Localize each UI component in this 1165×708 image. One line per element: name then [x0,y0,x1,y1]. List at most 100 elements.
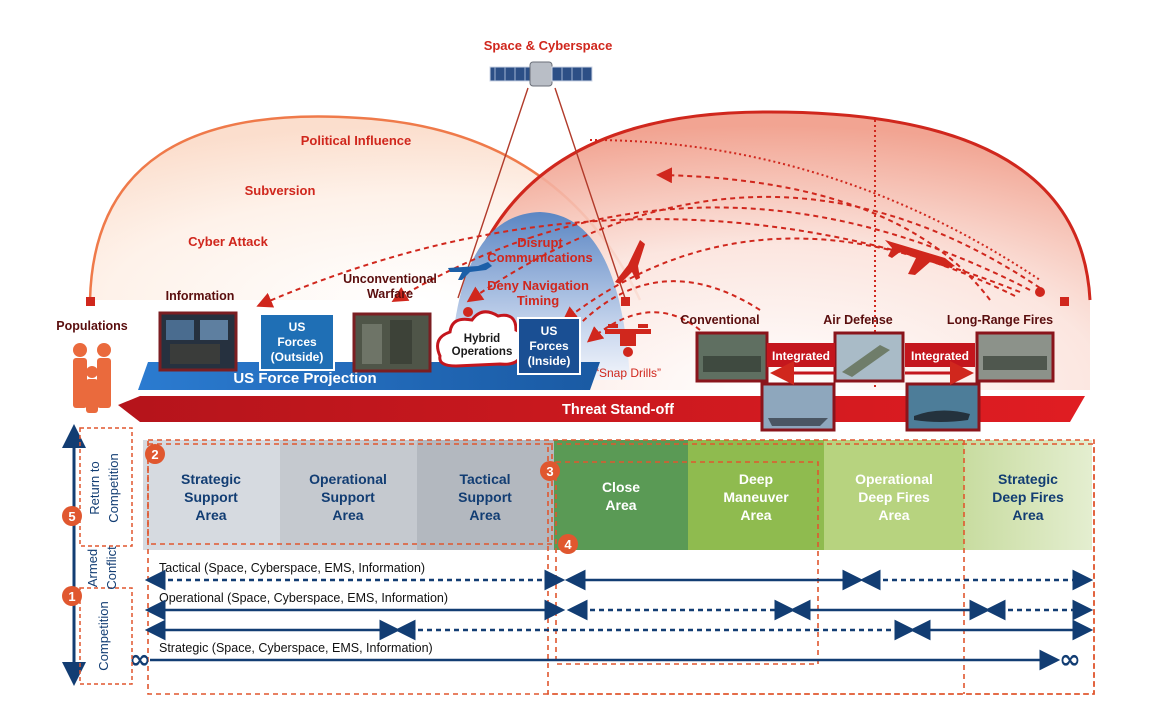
us-forces-inside-line3: (Inside) [528,354,571,368]
us-forces-inside-line2: Forces [529,339,569,353]
svg-text:Area: Area [740,507,771,523]
conventional-photo [695,331,769,383]
marker-2: 2 [145,444,165,464]
us-force-projection-label: US Force Projection [233,370,376,387]
competition-label: Competition [96,601,111,670]
satellite-link-right [554,87,626,299]
unconventional-photo [352,312,432,373]
marker-3: 3 [540,461,560,481]
satellite-link-left [457,87,529,299]
dashed-frames [147,439,1095,695]
snap-drills-label: “Snap Drills” [595,366,661,380]
long-range-fires-label: Long-Range Fires [947,313,1053,327]
hybrid-line1: Hybrid [464,333,500,345]
political-influence-label: Political Influence [301,133,412,148]
infinity-left: ∞ [129,645,151,675]
integrated-connector-1: Integrated [767,343,835,385]
svg-text:3: 3 [546,464,553,479]
area-box-strategic-support [143,440,280,550]
svg-text:5: 5 [68,509,75,524]
cyber-attack-label: Cyber Attack [188,234,268,249]
area-label-close: Close Area [602,479,640,513]
impact-point [1035,287,1045,297]
air-defense-label: Air Defense [823,313,893,327]
enemy-jet-icon [615,240,645,284]
integrated-label-2: Integrated [911,349,969,363]
operational-domain-label: Operational (Space, Cyberspace, EMS, Inf… [159,591,448,605]
strategic-domain-label: Strategic (Space, Cyberspace, EMS, Infor… [159,641,433,655]
svg-text:Area: Area [332,507,363,523]
area-box-operational-deep-fires [824,440,964,550]
conventional-label: Conventional [680,313,759,327]
area-label-strategic-deep-fires: Strategic Deep Fires Area [992,471,1064,523]
populations-icon [73,343,111,413]
node-square-left [86,297,95,306]
marker-4: 4 [558,534,578,554]
us-force-projection-bar [138,362,600,390]
areas-strip [143,440,1092,550]
svg-text:Area: Area [195,507,226,523]
conflict-label: Conflict [104,546,119,590]
area-label-operational-deep-fires: Operational Deep Fires Area [855,471,933,523]
svg-text:4: 4 [564,537,572,552]
us-forces-outside-line3: (Outside) [271,350,324,364]
us-forces-inside-line1: US [541,324,558,338]
unconventional-label-2: Warfare [367,287,413,301]
svg-text:Strategic: Strategic [998,471,1058,487]
svg-text:Area: Area [878,507,909,523]
threat-standoff-label: Threat Stand-off [562,402,674,418]
us-forces-outside-line2: Forces [277,335,317,349]
svg-text:1: 1 [68,589,75,604]
competition-return-label: Competition [106,453,121,522]
node-square-right [1060,297,1069,306]
node-square-mid [621,297,630,306]
svg-text:Support: Support [321,489,375,505]
svg-text:Support: Support [184,489,238,505]
armed-label: Armed [85,549,100,587]
drone-icon [605,324,651,357]
svg-text:Area: Area [605,497,636,513]
svg-text:Operational: Operational [309,471,387,487]
svg-text:Area: Area [469,507,500,523]
populations-label: Populations [56,319,128,333]
area-box-operational-support [280,440,417,550]
long-range-fires-photo [975,331,1055,383]
area-box-close [554,440,688,550]
svg-text:Area: Area [1012,507,1043,523]
deny-label-1: Deny Navigation [487,278,589,293]
unconventional-label-1: Unconventional [343,272,437,286]
space-cyberspace-label: Space & Cyberspace [484,38,613,53]
area-box-strategic-deep-fires [964,440,1092,550]
air-defense-photo [833,331,905,383]
svg-text:Operational: Operational [855,471,933,487]
us-forces-outside-line1: US [289,320,306,334]
infinity-right: ∞ [1059,645,1081,675]
disrupt-label-2: Communications [487,250,592,265]
us-forces-inside-box: US Forces (Inside) [517,317,581,375]
tactical-domain-label: Tactical (Space, Cyberspace, EMS, Inform… [159,561,425,575]
svg-text:2: 2 [151,447,158,462]
svg-text:Maneuver: Maneuver [723,489,789,505]
integrated-label-1: Integrated [772,349,830,363]
marker-5: 5 [62,506,82,526]
svg-text:Deep Fires: Deep Fires [992,489,1064,505]
ship-photo [760,382,836,432]
node-dot-hybrid [463,307,473,317]
enemy-bomber-icon [885,240,955,275]
disrupt-label-1: Disrupt [517,235,563,250]
friendly-jet-icon [448,262,492,280]
marker-1: 1 [62,586,82,606]
information-photo [158,311,238,372]
return-to-label: Return to [87,461,102,514]
area-label-strategic-support: Strategic Support Area [181,471,241,523]
svg-text:Support: Support [458,489,512,505]
information-label: Information [166,289,235,303]
sidebar-timeline: Return to Competition Armed Conflict Com… [62,424,133,686]
hybrid-line2: Operations [452,346,513,358]
area-label-tactical-support: Tactical Support Area [458,471,512,523]
area-box-deep-maneuver [688,440,824,550]
integrated-connector-2: Integrated [905,343,975,385]
svg-text:Deep Fires: Deep Fires [858,489,930,505]
submarine-photo [905,382,981,432]
